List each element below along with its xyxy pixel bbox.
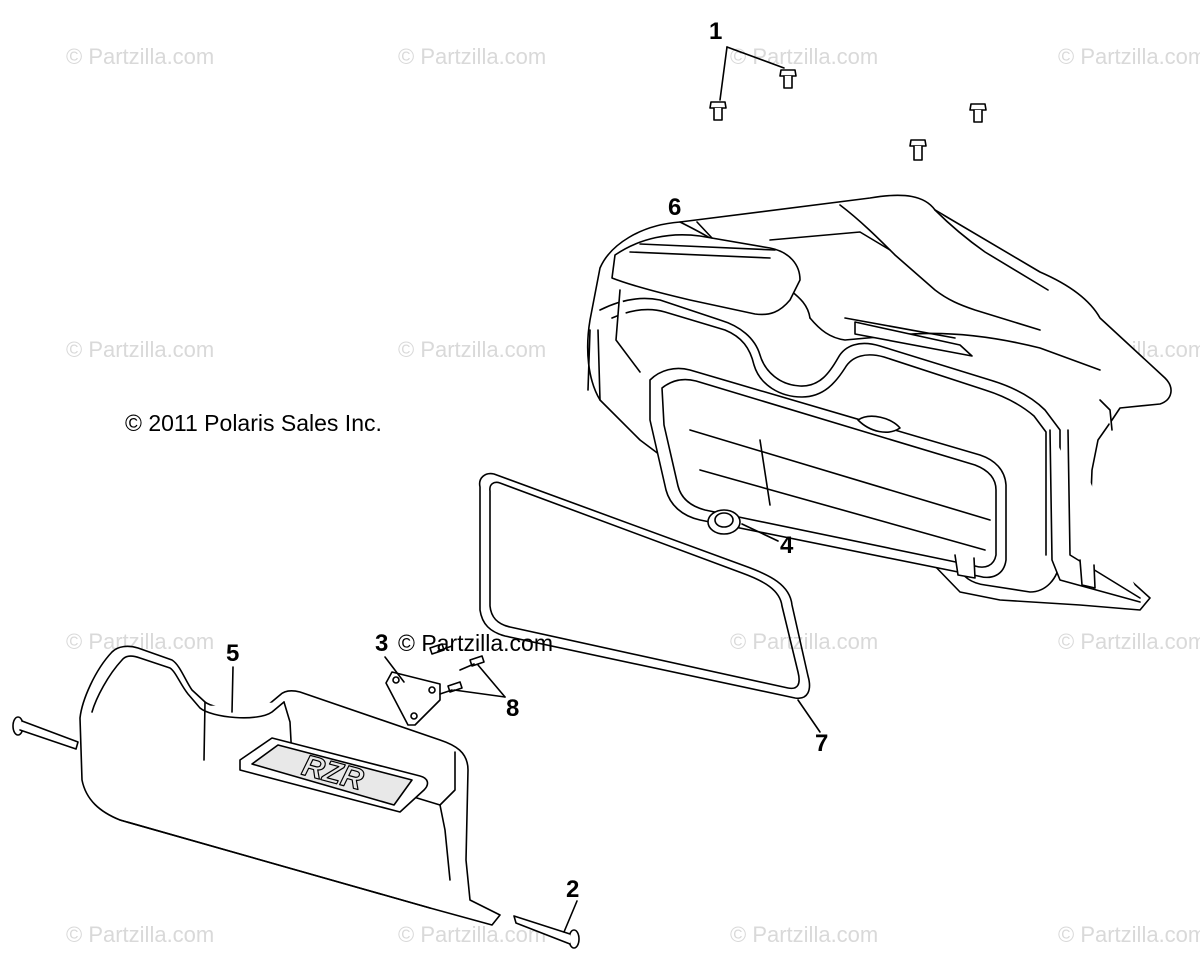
copyright-text: © 2011 Polaris Sales Inc. — [125, 410, 382, 436]
watermark: © Partzilla.com — [1058, 629, 1200, 654]
glove-box-door: RZR — [79, 645, 501, 926]
callout-3: 3 — [375, 630, 389, 657]
watermark: © Partzilla.com — [398, 337, 547, 362]
latch-screws — [429, 643, 485, 695]
screws — [709, 69, 987, 161]
watermark: © Partzilla.com — [66, 922, 215, 947]
watermark: © Partzilla.com — [1058, 44, 1200, 69]
callout-1: 1 — [709, 18, 723, 45]
partzilla-label: © Partzilla.com — [398, 630, 553, 656]
watermark: © Partzilla.com — [398, 44, 547, 69]
glove-box-seal — [478, 472, 811, 700]
latch-plate — [385, 671, 441, 726]
watermark: © Partzilla.com — [1058, 922, 1200, 947]
watermark: © Partzilla.com — [398, 922, 547, 947]
leader-lines — [231, 46, 821, 933]
callout-8: 8 — [506, 695, 520, 722]
callout-7: 7 — [815, 730, 829, 757]
watermark: © Partzilla.com — [730, 629, 879, 654]
callout-5: 5 — [226, 640, 240, 667]
callout-6: 6 — [668, 194, 682, 221]
callout-2: 2 — [566, 876, 580, 903]
bumper — [707, 509, 741, 535]
watermark: © Partzilla.com — [730, 922, 879, 947]
glove-box-housing — [586, 194, 1172, 611]
hinge-pins — [12, 716, 580, 949]
watermark: © Partzilla.com — [66, 44, 215, 69]
watermark: © Partzilla.com — [66, 337, 215, 362]
callout-4: 4 — [780, 532, 794, 559]
